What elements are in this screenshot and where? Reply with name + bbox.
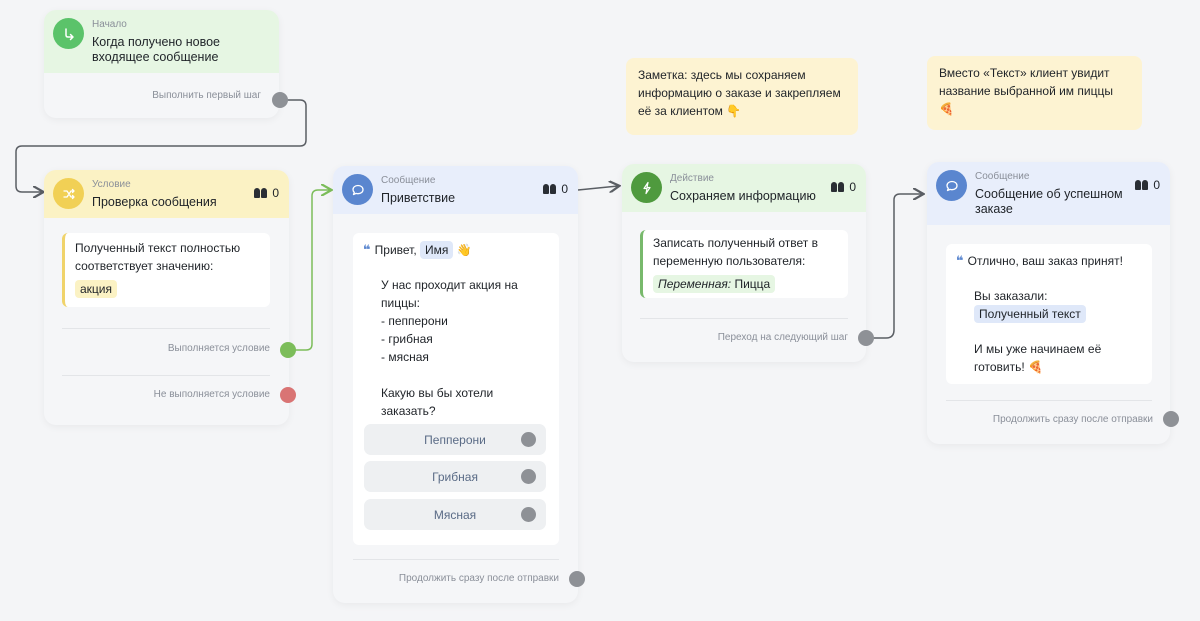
wire-condition-to-greeting <box>290 190 330 351</box>
condition-count-value: 0 <box>272 186 279 200</box>
start-card-type: Начало <box>92 19 127 30</box>
enter-arrow-icon <box>53 18 84 49</box>
action-subscribers-count: 0 <box>831 180 856 194</box>
note-text-variable[interactable]: Вместо «Текст» клиент увидит название вы… <box>927 56 1142 130</box>
condition-card-header: Условие Проверка сообщения 0 <box>44 170 289 218</box>
start-first-step-label: Выполнить первый шаг <box>152 90 261 101</box>
action-output-port[interactable] <box>858 330 874 346</box>
divider <box>640 318 848 319</box>
wire-action-to-success <box>866 194 922 339</box>
users-icon <box>1135 180 1149 190</box>
chat-bubble-icon <box>936 170 967 201</box>
lightning-icon <box>631 172 662 203</box>
condition-false-port[interactable] <box>280 387 296 403</box>
success-card-header: Сообщение Сообщение об успешном заказе 0 <box>927 162 1170 225</box>
option-pepperoni-button[interactable]: Пепперони <box>364 424 546 455</box>
success-count-value: 0 <box>1153 178 1160 192</box>
quote-icon: ❝ <box>956 253 964 268</box>
greeting-hello-line: ❝Привет, Имя 👋 <box>363 241 472 259</box>
option-port[interactable] <box>521 469 536 484</box>
greeting-count-value: 0 <box>561 182 568 196</box>
success-subscribers-count: 0 <box>1135 178 1160 192</box>
condition-card-type: Условие <box>92 179 131 190</box>
shuffle-icon <box>53 178 84 209</box>
action-card[interactable]: Действие Сохраняем информацию 0 Записать… <box>622 164 866 362</box>
action-variable: Переменная: Пицца <box>653 275 838 293</box>
greeting-card-type: Сообщение <box>381 175 436 186</box>
note-save-info[interactable]: Заметка: здесь мы сохраняем информацию о… <box>626 58 858 135</box>
divider <box>62 328 270 329</box>
option-port[interactable] <box>521 432 536 447</box>
greeting-message-body[interactable]: ❝Привет, Имя 👋 У нас проходит акция на п… <box>353 233 559 545</box>
start-card-title: Когда получено новое входящее сообщение <box>92 35 220 64</box>
start-card-header: Начало Когда получено новое входящее соо… <box>44 10 279 73</box>
option-meat-button[interactable]: Мясная <box>364 499 546 530</box>
users-icon <box>831 182 845 192</box>
received-text-chip: Полученный текст <box>974 305 1086 323</box>
greeting-card-title: Приветствие <box>381 191 456 205</box>
success-output-port[interactable] <box>1163 411 1179 427</box>
action-next-step-label: Переход на следующий шаг <box>717 332 848 343</box>
start-card[interactable]: Начало Когда получено новое входящее соо… <box>44 10 279 118</box>
divider <box>353 559 559 560</box>
success-card-type: Сообщение <box>975 171 1030 182</box>
action-rule[interactable]: Записать полученный ответ в переменную п… <box>640 230 848 298</box>
condition-subscribers-count: 0 <box>254 186 279 200</box>
greeting-promo-text: У нас проходит акция на пиццы: - пепперо… <box>381 278 518 418</box>
condition-rule-text: Полученный текст полностью соответствует… <box>75 241 241 273</box>
success-message-body[interactable]: ❝Отлично, ваш заказ принят! Вы заказали:… <box>946 244 1152 384</box>
greeting-card-header: Сообщение Приветствие 0 <box>333 166 578 214</box>
success-continue-label: Продолжить сразу после отправки <box>992 414 1153 425</box>
greeting-output-port[interactable] <box>569 571 585 587</box>
greeting-continue-label: Продолжить сразу после отправки <box>398 573 559 584</box>
option-mushroom-button[interactable]: Грибная <box>364 461 546 492</box>
action-rule-text: Записать полученный ответ в переменную п… <box>653 236 818 268</box>
condition-true-port[interactable] <box>280 342 296 358</box>
action-card-type: Действие <box>670 173 714 184</box>
name-variable-chip: Имя <box>420 241 454 259</box>
action-card-title: Сохраняем информацию <box>670 189 816 203</box>
option-port[interactable] <box>521 507 536 522</box>
wire-greeting-to-action <box>577 186 618 190</box>
condition-card-title: Проверка сообщения <box>92 195 217 209</box>
success-order-text: Вы заказали: Полученный текст И мы уже н… <box>974 289 1102 374</box>
variable-chip: Переменная: Пицца <box>653 275 776 293</box>
success-card-title: Сообщение об успешном заказе <box>975 187 1123 216</box>
condition-value-chip: акция <box>75 280 117 298</box>
success-card[interactable]: Сообщение Сообщение об успешном заказе 0… <box>927 162 1170 444</box>
divider <box>946 400 1152 401</box>
success-line1: ❝Отлично, ваш заказ принят! <box>956 253 1123 268</box>
condition-rule[interactable]: Полученный текст полностью соответствует… <box>62 233 270 307</box>
condition-card[interactable]: Условие Проверка сообщения 0 Полученный … <box>44 170 289 425</box>
chat-bubble-icon <box>342 174 373 205</box>
action-card-header: Действие Сохраняем информацию 0 <box>622 164 866 212</box>
action-count-value: 0 <box>849 180 856 194</box>
users-icon <box>254 188 268 198</box>
greeting-card[interactable]: Сообщение Приветствие 0 ❝Привет, Имя 👋 У… <box>333 166 578 603</box>
divider <box>62 375 270 376</box>
waving-hand-emoji: 👋 <box>456 243 472 257</box>
greeting-subscribers-count: 0 <box>543 182 568 196</box>
users-icon <box>543 184 557 194</box>
condition-false-label: Не выполняется условие <box>153 389 270 400</box>
start-output-port[interactable] <box>272 92 288 108</box>
condition-true-label: Выполняется условие <box>167 343 270 354</box>
quote-icon: ❝ <box>363 242 371 257</box>
